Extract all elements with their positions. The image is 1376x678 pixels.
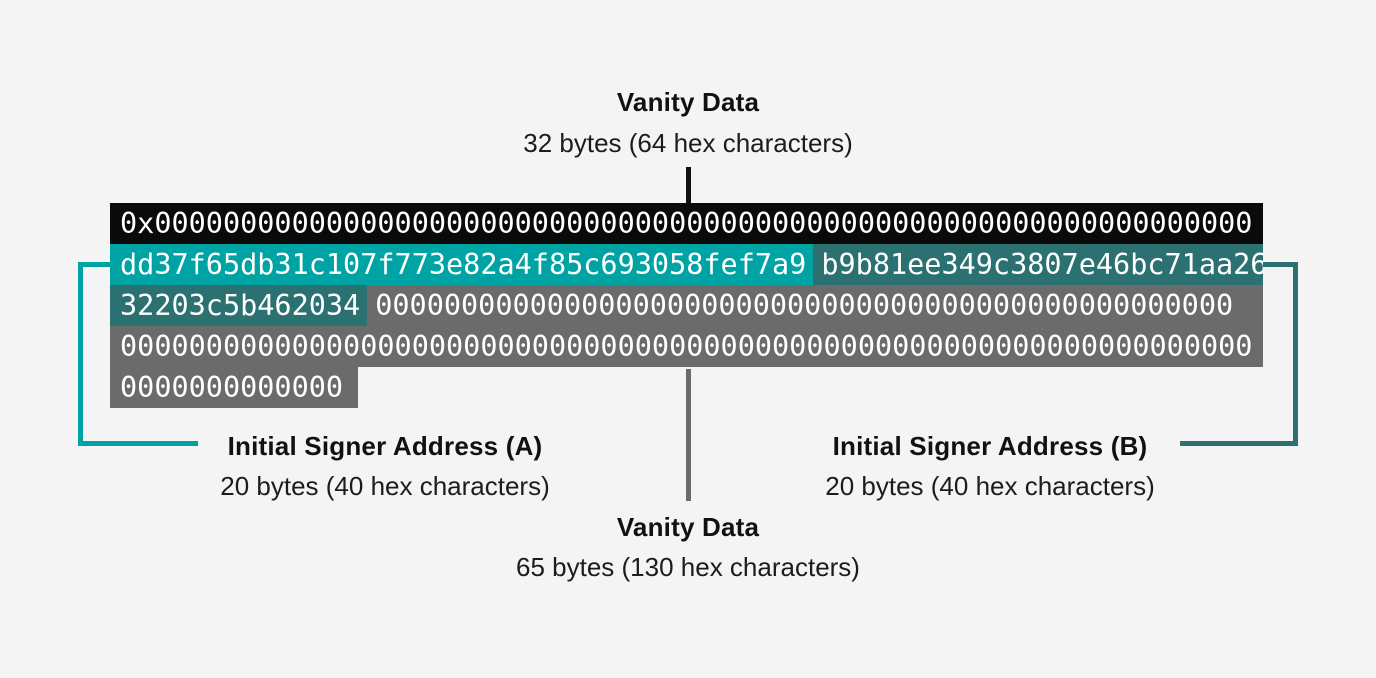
bar-row-address-b-end: 32203c5b462034 0000000000000000000000000… xyxy=(110,285,1263,326)
top-vanity-data-subtitle: 32 bytes (64 hex characters) xyxy=(523,128,853,158)
bar-row-zeros-tail: 0000000000000 xyxy=(110,367,359,408)
signer-a-bracket-vertical xyxy=(78,262,83,446)
bottom-connector-line xyxy=(686,369,691,501)
signer-a-bracket-foot xyxy=(78,441,198,446)
top-connector-line xyxy=(686,167,691,204)
vanity-zeros-row3: 0000000000000000000000000000000000000000… xyxy=(375,289,1234,322)
bar-row-addresses: dd37f65db31c107f773e82a4f85c693058fef7a9… xyxy=(110,244,1263,285)
signer-b-title: Initial Signer Address (B) xyxy=(832,431,1148,461)
signer-a-subtitle: 20 bytes (40 hex characters) xyxy=(220,471,550,501)
vanity-zeros-row5: 0000000000000 xyxy=(120,371,344,404)
signer-b-bracket-stub xyxy=(1263,262,1298,267)
address-a-hex: dd37f65db31c107f773e82a4f85c693058fef7a9 xyxy=(110,244,814,285)
bar-row-zeros: 0000000000000000000000000000000000000000… xyxy=(110,326,1263,367)
bar-row-vanity-prefix: 0x00000000000000000000000000000000000000… xyxy=(110,203,1263,244)
address-b-hex-part1: b9b81ee349c3807e46bc71aa26 xyxy=(821,248,1263,281)
vanity-prefix-hex: 0x00000000000000000000000000000000000000… xyxy=(120,207,1253,240)
bottom-vanity-data-title: Vanity Data xyxy=(616,512,760,542)
signer-b-subtitle: 20 bytes (40 hex characters) xyxy=(825,471,1155,501)
signer-a-bracket-stub xyxy=(78,262,111,267)
signer-b-bracket-foot xyxy=(1180,441,1298,446)
bottom-vanity-data-subtitle: 65 bytes (130 hex characters) xyxy=(516,552,860,582)
signer-a-title: Initial Signer Address (A) xyxy=(227,431,543,461)
hex-bars: 0x00000000000000000000000000000000000000… xyxy=(110,203,1263,408)
vanity-zeros-row4: 0000000000000000000000000000000000000000… xyxy=(120,330,1253,363)
signer-b-bracket-vertical xyxy=(1293,262,1298,446)
address-b-hex-part2: 32203c5b462034 xyxy=(110,285,368,326)
top-vanity-data-title: Vanity Data xyxy=(616,87,760,117)
